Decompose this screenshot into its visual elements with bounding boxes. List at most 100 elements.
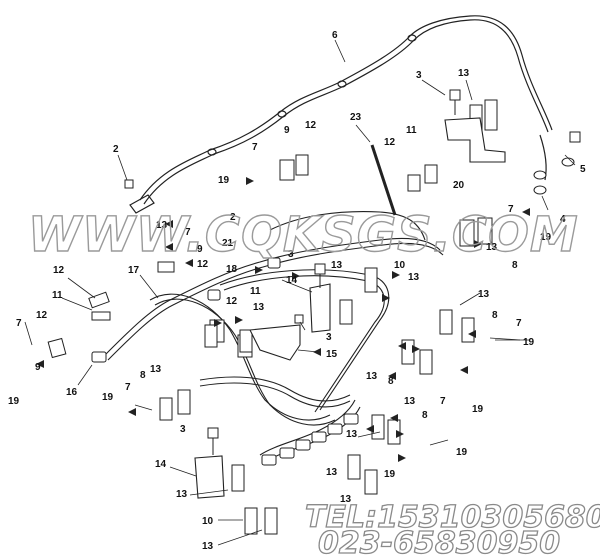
part-label-13: 13 [404,396,416,407]
part-label-9: 9 [197,244,203,255]
clamp-block [459,219,475,247]
line-nut [91,351,107,363]
watermark-tel: TEL:15310305680 [305,500,600,535]
tube-fitting [407,34,417,42]
part-label-11: 11 [250,286,261,297]
clamp-block [484,99,498,131]
part-label-10: 10 [202,516,214,527]
tube-fitting [277,110,287,118]
part-label-2: 2 [113,144,119,155]
part-label-7: 7 [16,318,22,329]
part-label-13: 13 [458,68,470,79]
part-label-19: 19 [218,175,230,186]
part-label-19: 19 [540,232,552,243]
bracket-15 [249,324,301,361]
part-label-3: 3 [180,424,186,435]
clamp-block [279,159,295,181]
part-label-19: 19 [523,337,535,348]
bracket-20 [444,117,506,163]
bolts [124,89,581,455]
part-label-19: 19 [456,447,468,458]
clamp-block [364,267,378,293]
part-number-labels: 2 6 3 13 5 4 23 11 12 20 9 12 7 19 7 19 … [8,30,586,552]
part-label-19: 19 [102,392,114,403]
watermark-phone: 023-65830950 [318,526,560,558]
part-label-8: 8 [492,310,498,321]
part-label-11: 11 [406,125,417,136]
part-label-9: 9 [35,362,41,373]
part-label-13: 13 [340,494,352,505]
part-label-15: 15 [326,349,338,360]
clamp-block [239,329,253,353]
part-label-12: 12 [384,137,396,148]
part-label-12: 12 [197,259,209,270]
return-line-tube [129,15,553,214]
line-nut-fittings [91,257,359,466]
clamp-plate [91,311,111,321]
part-label-4: 4 [560,214,566,225]
part-label-21: 21 [222,238,234,249]
line-nut [267,257,281,269]
part-label-14: 14 [286,275,298,286]
clamp-block [364,469,378,495]
bolt [207,427,219,439]
part-label-7: 7 [508,204,514,215]
clamp-block [47,337,67,359]
part-label-13: 13 [486,242,498,253]
clamp-block [461,317,475,343]
line-nut [261,454,277,466]
watermark-site: WWW.CQKSGS.COM [28,207,579,263]
clamp-block [295,154,309,176]
part-label-13: 13 [150,364,162,375]
part-label-12: 12 [226,296,238,307]
bolt [449,89,461,101]
part-label-8: 8 [512,260,518,271]
part-label-14: 14 [155,459,167,470]
bracket-14-upper [309,283,331,333]
part-label-11: 11 [52,290,63,301]
part-label-13: 13 [331,260,343,271]
mounting-brackets [194,117,506,499]
part-label-23: 23 [350,112,362,123]
line-nut [207,289,221,301]
clamp-block [264,507,278,535]
clamp-block [159,397,173,421]
injection-line-bundle [104,211,444,463]
part-label-3: 3 [416,70,422,81]
part-label-9: 9 [284,125,290,136]
clamp-block [244,507,258,535]
washer [533,170,547,180]
part-label-12: 12 [36,310,48,321]
part-label-5: 5 [580,164,586,175]
rod-23 [370,144,397,216]
part-label-19: 19 [384,469,396,480]
part-label-13: 13 [366,371,378,382]
part-label-13: 13 [253,302,265,313]
part-label-16: 16 [66,387,78,398]
part-label-7: 7 [516,318,522,329]
part-label-12: 12 [53,265,65,276]
part-label-13: 13 [408,272,420,283]
clamp-block [177,389,191,415]
part-label-6: 6 [332,30,338,41]
part-label-19: 19 [472,404,484,415]
washer [533,185,547,195]
part-label-20: 20 [453,180,465,191]
line-nut [311,431,327,443]
leader-lines [24,39,576,546]
part-label-2: 2 [230,212,236,223]
part-label-8: 8 [388,376,394,387]
bolt [294,314,304,324]
clamp-block [157,261,175,273]
clamp-block [477,217,493,245]
part-label-8: 8 [422,410,428,421]
part-label-13: 13 [346,429,358,440]
clamp-parts [47,99,498,535]
tube-fitting [337,80,347,88]
bolt [124,179,134,189]
part-label-7: 7 [185,227,191,238]
part-label-13: 13 [176,489,188,500]
part-label-13: 13 [202,541,214,552]
tube-fitting [207,148,217,156]
